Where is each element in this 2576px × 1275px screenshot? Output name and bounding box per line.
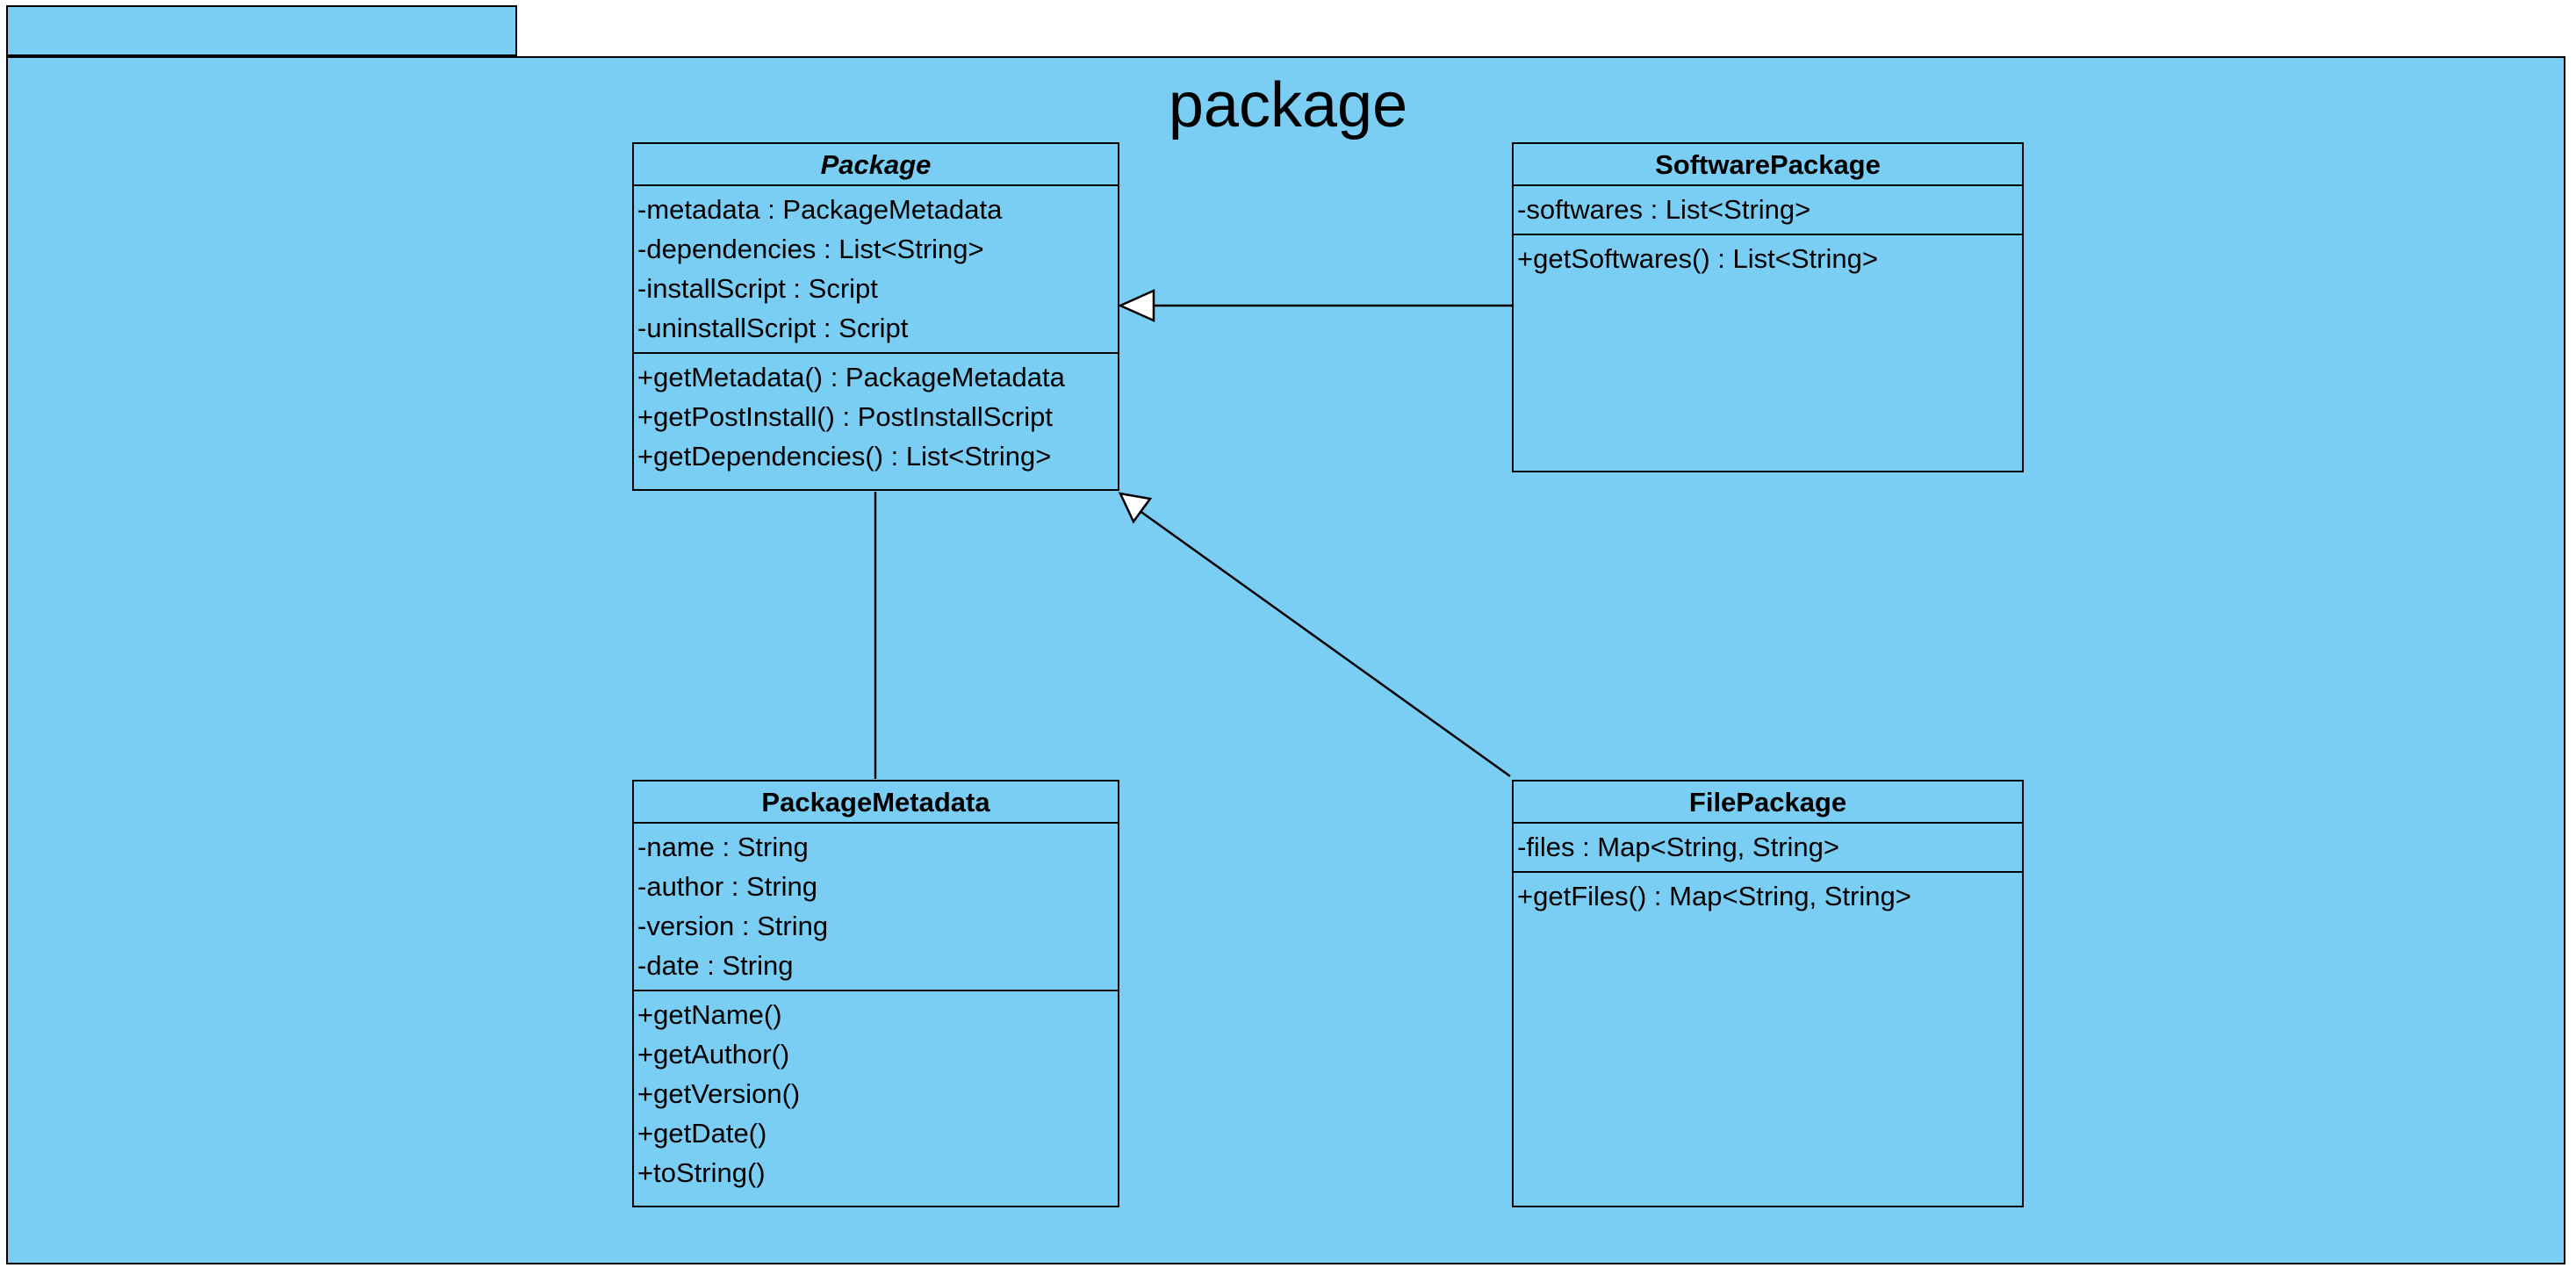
method: +getAuthor() [637,1039,790,1070]
method: +getMetadata() : PackageMetadata [637,362,1065,393]
class-file-package-name: FilePackage [1514,782,2022,824]
attribute: -uninstallScript : Script [637,313,909,343]
method: +toString() [637,1157,766,1188]
class-package-name: Package [634,144,1118,186]
attribute: -metadata : PackageMetadata [637,194,1003,225]
class-package-metadata[interactable]: PackageMetadata -name : String -author :… [632,780,1119,1207]
method: +getPostInstall() : PostInstallScript [637,401,1053,432]
class-package-metadata-name: PackageMetadata [634,782,1118,824]
class-software-package-attributes: -softwares : List<String> [1514,186,2022,235]
attribute: -dependencies : List<String> [637,234,984,264]
file-package-generalization-line [1138,508,1511,778]
attribute: -version : String [637,911,829,941]
class-package[interactable]: Package -metadata : PackageMetadata -dep… [632,142,1119,491]
class-file-package-methods: +getFiles() : Map<String, String> [1514,873,2022,920]
package-frame [6,56,2565,1264]
class-package-metadata-attributes: -name : String -author : String -version… [634,824,1118,991]
class-software-package-methods: +getSoftwares() : List<String> [1514,235,2022,283]
file-package-generalization-arrowhead [1118,492,1153,524]
package-title: package [1168,70,1408,140]
method: +getSoftwares() : List<String> [1517,243,1878,274]
software-package-generalization-arrowhead [1117,289,1155,322]
method: +getFiles() : Map<String, String> [1517,881,1911,911]
class-software-package-name: SoftwarePackage [1514,144,2022,186]
class-package-methods: +getMetadata() : PackageMetadata +getPos… [634,354,1118,480]
attribute: -installScript : Script [637,273,878,304]
method: +getDate() [637,1118,767,1149]
attribute: -author : String [637,871,818,902]
method: +getVersion() [637,1078,801,1109]
class-file-package-attributes: -files : Map<String, String> [1514,824,2022,873]
method: +getName() [637,999,782,1030]
class-file-package[interactable]: FilePackage -files : Map<String, String>… [1512,780,2024,1207]
class-package-attributes: -metadata : PackageMetadata -dependencie… [634,186,1118,354]
attribute: -date : String [637,950,794,981]
attribute: -name : String [637,832,809,862]
attribute: -files : Map<String, String> [1517,832,1839,862]
method: +getDependencies() : List<String> [637,441,1052,472]
package-tab [6,5,517,56]
class-software-package[interactable]: SoftwarePackage -softwares : List<String… [1512,142,2024,472]
attribute: -softwares : List<String> [1517,194,1811,225]
class-package-metadata-methods: +getName() +getAuthor() +getVersion() +g… [634,991,1118,1197]
